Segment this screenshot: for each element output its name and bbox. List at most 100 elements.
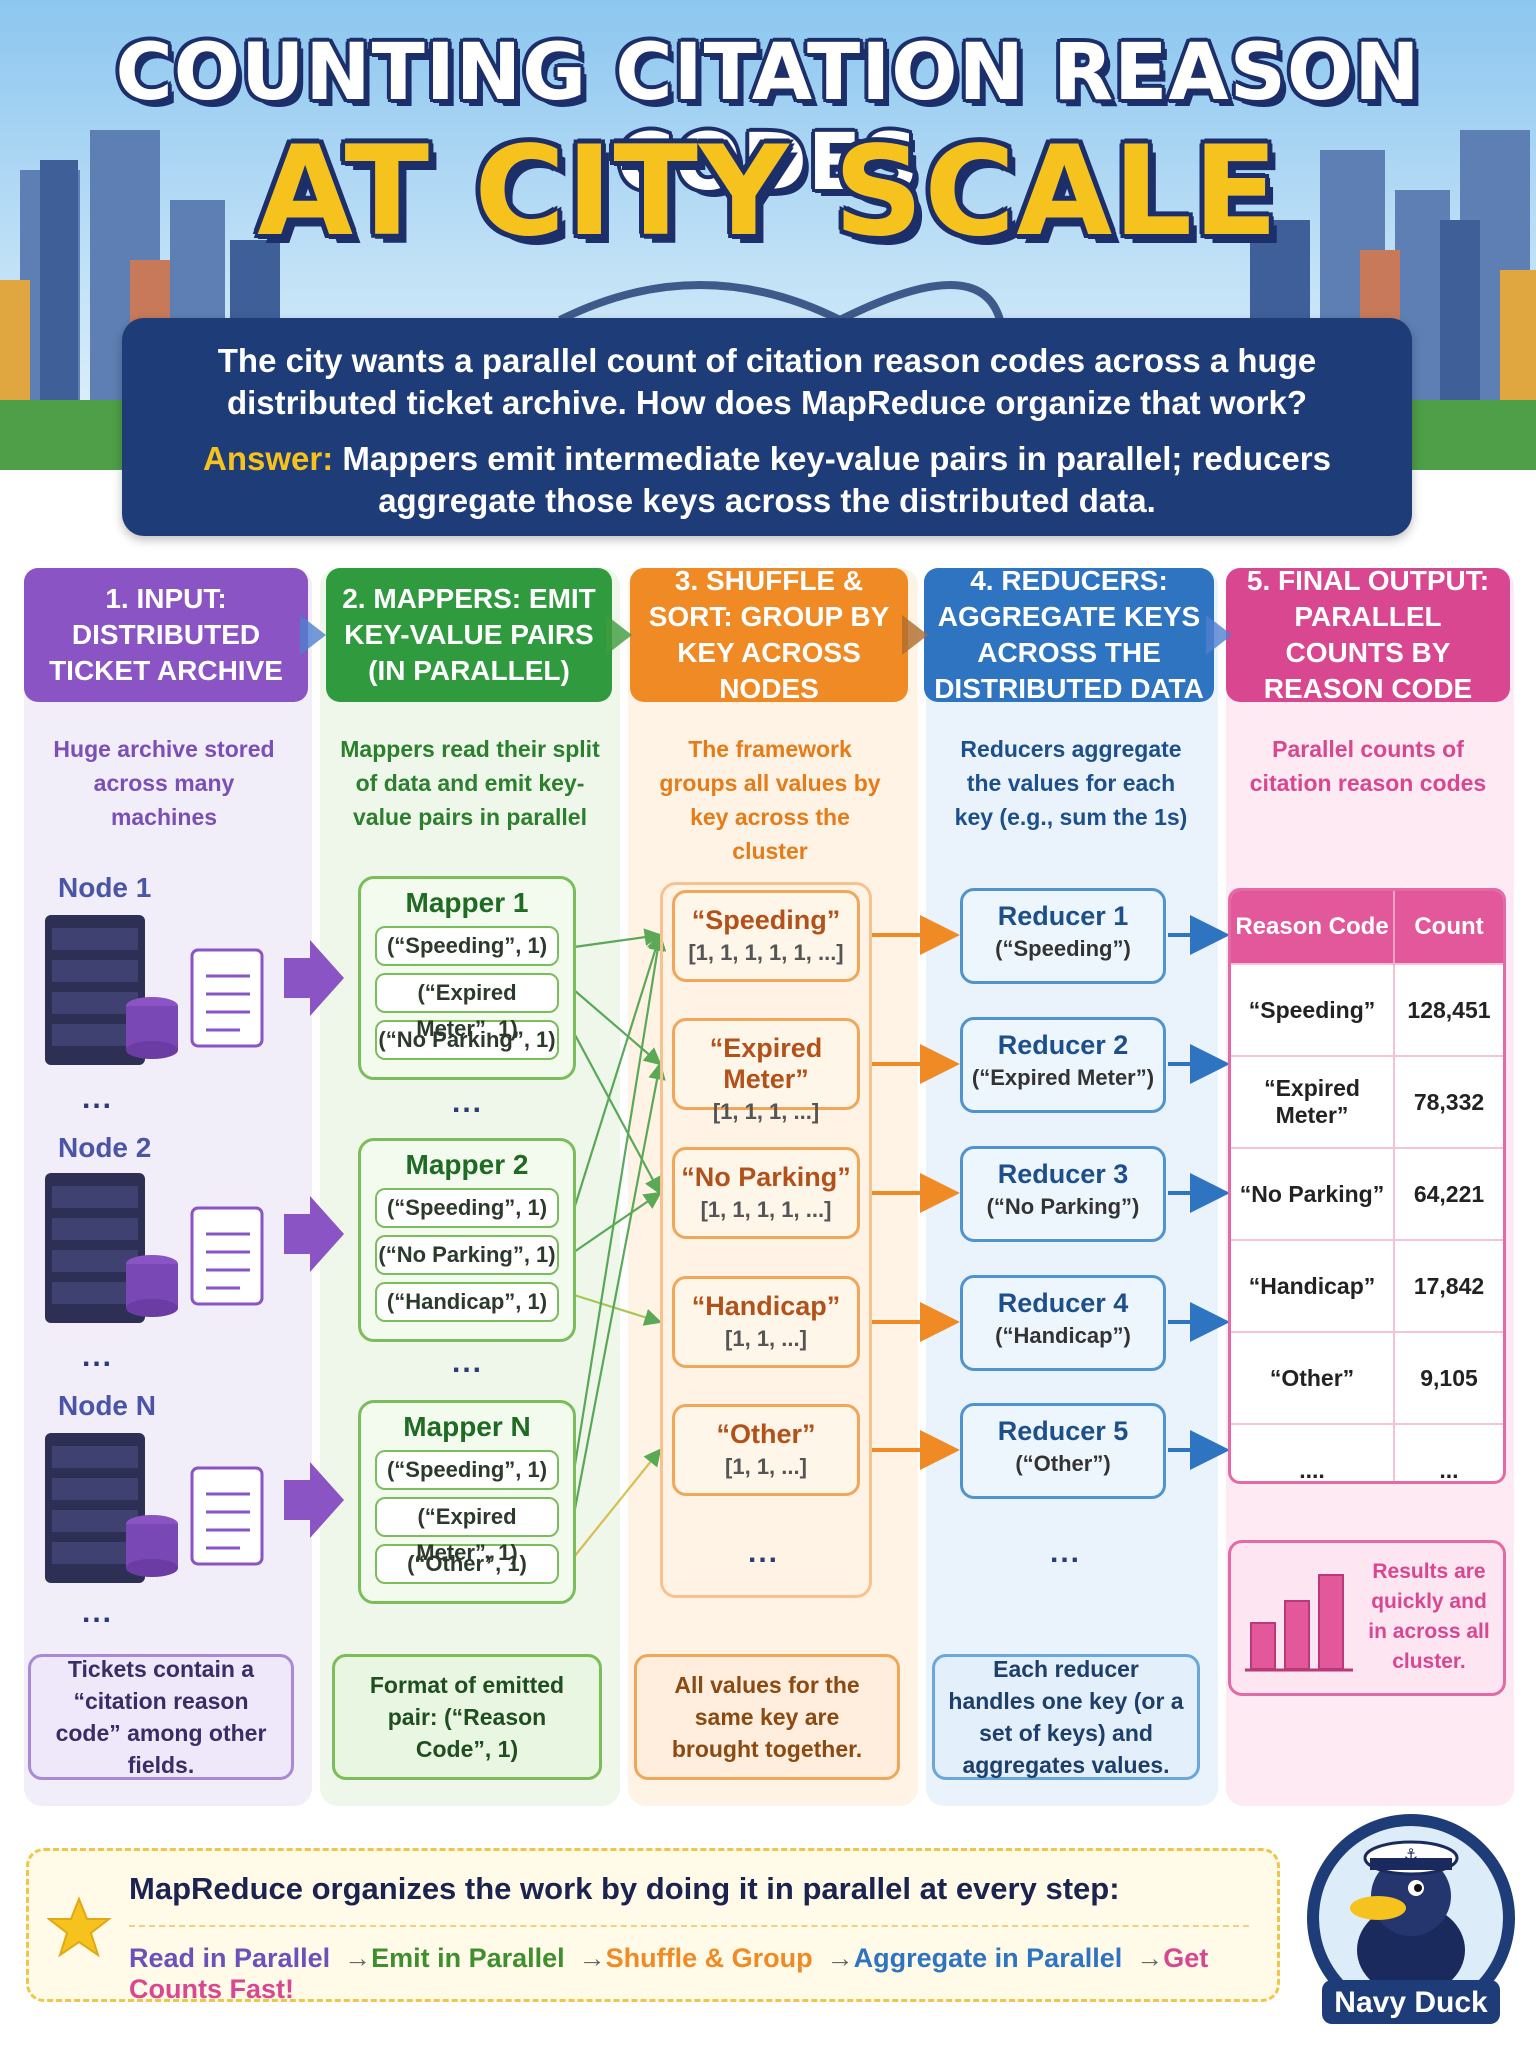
mapper-card-1: Mapper 1 (“Speeding”, 1) (“Expired Meter… [358,876,576,1080]
ellipsis: ... [1050,1536,1082,1569]
mapper-title: Mapper 2 [405,1149,529,1180]
table-cell: “Other” [1231,1331,1395,1424]
mapper-title: Mapper 1 [405,887,529,918]
group-card: “Handicap” [1, 1, ...] [672,1276,860,1368]
bar-chart-icon [1245,1574,1353,1672]
reducer-title: Reducer 4 [997,1288,1129,1318]
answer-body: Mappers emit intermediate key-value pair… [333,440,1331,519]
note-mappers: Format of emitted pair: (“Reason Code”, … [332,1654,602,1780]
shuffle-line [573,1191,662,1253]
ellipsis: ... [452,1086,484,1119]
ellipsis: ... [82,1596,114,1629]
group-key: “Other” [716,1419,816,1449]
star-icon [47,1896,111,1958]
ellipsis: ... [82,1340,114,1373]
reducer-title: Reducer 2 [997,1030,1129,1060]
node-arrow-2 [284,1196,344,1272]
key-value-pair: (“No Parking”, 1) [375,1020,559,1060]
key-value-pair: (“No Parking”, 1) [375,1235,559,1275]
group-card: “Expired Meter” [1, 1, 1, ...] [672,1018,860,1124]
note-reducers: Each reducer handles one key (or a set o… [932,1654,1200,1780]
navy-duck-badge: ⚓ Navy Duck [1302,1800,1520,2036]
table-row: “Speeding”128,451 [1231,963,1503,1056]
reducer-card: Reducer 1 (“Speeding”) [960,888,1166,984]
table-row: “No Parking”64,221 [1231,1147,1503,1240]
shuffle-container [660,882,872,1598]
header-arrow-4 [1206,615,1232,655]
answer-label: Answer: [203,440,334,477]
group-values: [1, 1, 1, 1, ...] [700,1197,832,1222]
table-row: ....... [1231,1423,1503,1481]
title-line-1: COUNTING CITATION REASON CODES [115,28,1421,208]
group-values: [1, 1, ...] [725,1454,807,1479]
footer-steps: Read in Parallel→Emit in Parallel→Shuffl… [129,1943,1277,2005]
reducer-title: Reducer 5 [997,1416,1129,1446]
badge-label: Navy Duck [1334,1986,1488,2019]
footer-divider [129,1925,1249,1927]
footer-summary: MapReduce organizes the work by doing it… [26,1848,1280,2005]
node-arrow-1 [284,940,344,1016]
server-icon [45,915,264,1065]
mapper-title: Mapper N [403,1411,531,1442]
shuffle-line [573,928,663,949]
reducer-card: Reducer 4 (“Handicap”) [960,1275,1166,1371]
step-arrow: → [578,1943,606,1973]
title-line-2: AT CITY SCALE [257,120,1279,264]
table-cell: 17,842 [1394,1239,1503,1332]
table-cell: ... [1394,1423,1503,1481]
shuffle-line [573,1032,662,1195]
key-value-pair: (“Speeding”, 1) [375,926,559,966]
key-value-pair: (“Handicap”, 1) [375,1282,559,1322]
reducer-card: Reducer 5 (“Other”) [960,1403,1166,1499]
step-arrow: → [826,1943,854,1973]
key-value-pair: (“Expired Meter”, 1) [375,973,559,1041]
table-cell: “No Parking” [1231,1147,1395,1240]
group-key: “Expired Meter” [709,1033,823,1094]
server-icon [45,1433,264,1583]
column-desc-shuffle: The framework groups all values by key a… [659,736,881,864]
column-header-shuffle: 3. SHUFFLE & SORT: GROUP BY KEY ACROSS N… [630,565,908,704]
reducer-key: (“Other”) [1015,1451,1111,1476]
group-values: [1, 1, 1, 1, 1, ...] [688,940,844,965]
column-header-reducers: 4. REDUCERS: AGGREGATE KEYS ACROSS THE D… [924,565,1214,704]
results-box: Results are quickly and in across all cl… [1228,1540,1506,1696]
table-row: “Handicap”17,842 [1231,1239,1503,1332]
group-card: “Speeding” [1, 1, 1, 1, 1, ...] [672,890,860,982]
node-label-1: Node 1 [58,872,152,903]
svg-text:⚓: ⚓ [1404,1845,1418,1864]
table-cell: 78,332 [1394,1055,1503,1148]
table-header-reason-code: Reason Code [1231,891,1395,964]
reducer-title: Reducer 3 [997,1159,1129,1189]
table-cell: 64,221 [1394,1147,1503,1240]
note-input: Tickets contain a “citation reason code”… [28,1654,294,1780]
column-header-output: 5. FINAL OUTPUT: PARALLEL COUNTS BY REAS… [1226,565,1510,704]
key-value-pair: (“Speeding”, 1) [375,1450,559,1490]
group-values: [1, 1, ...] [725,1326,807,1351]
note-shuffle: All values for the same key are brought … [634,1654,900,1780]
column-header-input: 1. INPUT: DISTRIBUTED TICKET ARCHIVE [24,568,308,702]
ellipsis: ... [452,1346,484,1379]
column-desc-reducers: Reducers aggregate the values for each k… [954,736,1188,830]
header-arrow-1 [300,615,326,655]
footer-title: MapReduce organizes the work by doing it… [129,1871,1120,1906]
header-arrow-3 [902,615,928,655]
answer-text: Answer: Mappers emit intermediate key-va… [122,438,1412,522]
mapper-card-2: Mapper 2 (“Speeding”, 1) (“No Parking”, … [358,1138,576,1342]
reducer-key: (“Expired Meter”) [971,1065,1155,1090]
header-arrow-2 [606,615,632,655]
shuffle-line [573,989,662,1066]
key-value-pair: (“Expired Meter”, 1) [375,1497,559,1565]
table-row: “Other”9,105 [1231,1331,1503,1424]
step-aggregate: Aggregate in Parallel [853,1943,1123,1973]
group-card: “No Parking” [1, 1, 1, 1, ...] [672,1147,860,1239]
table-row: “Expired Meter”78,332 [1231,1055,1503,1148]
group-key: “Speeding” [691,905,841,935]
results-note: Results are quickly and in across all cl… [1368,1560,1490,1673]
shuffle-line [572,932,667,1472]
column-desc-input: Huge archive stored across many machines [53,736,275,830]
step-shuffle: Shuffle & Group [605,1943,813,1973]
reducer-key: (“Handicap”) [995,1323,1131,1348]
column-header-mappers: 2. MAPPERS: EMIT KEY-VALUE PAIRS (IN PAR… [326,568,612,702]
table-header-count: Count [1394,891,1503,964]
